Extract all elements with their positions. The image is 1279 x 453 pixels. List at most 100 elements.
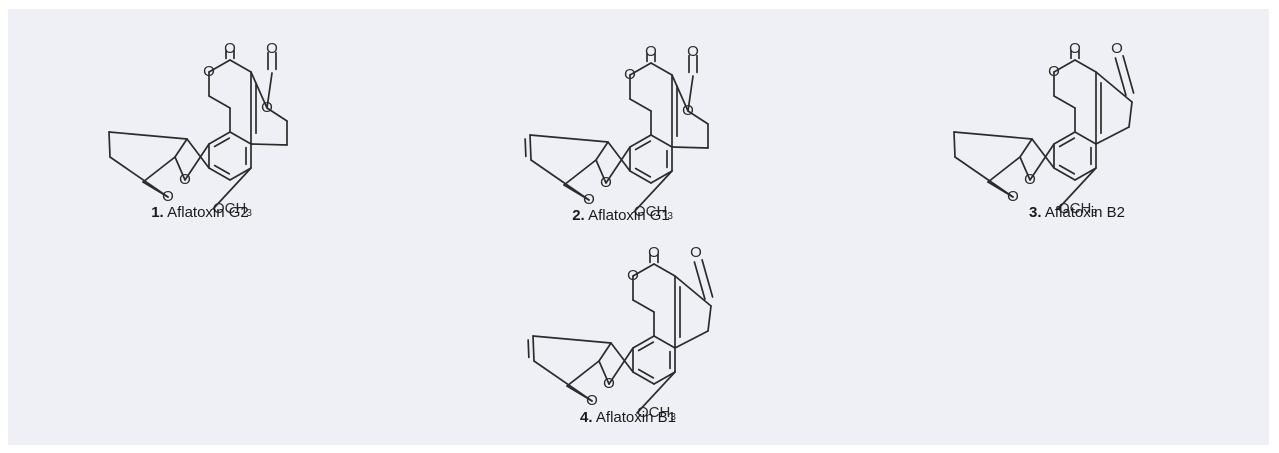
bond — [954, 156, 1014, 198]
bond — [953, 131, 956, 158]
bond — [174, 156, 186, 181]
bond-double — [213, 164, 231, 175]
oxygen-label: O — [1111, 40, 1123, 57]
bond — [1074, 167, 1097, 181]
bond — [533, 360, 593, 402]
oxygen-label: O — [162, 188, 174, 205]
bond — [1074, 131, 1097, 145]
bond — [629, 98, 652, 112]
compound-name: Aflatoxin G1 — [588, 207, 670, 224]
bond — [108, 131, 188, 140]
bond — [212, 167, 252, 210]
compound-number: 1. — [151, 204, 164, 221]
compound-number: 2. — [572, 207, 585, 224]
bond-carbonyl — [1114, 57, 1127, 96]
bond — [1057, 167, 1097, 210]
bond — [184, 143, 210, 181]
bond — [532, 335, 535, 362]
bond — [608, 347, 634, 385]
bond-double — [637, 341, 655, 352]
oxygen-label: O — [627, 267, 639, 284]
bond — [653, 263, 676, 277]
oxygen-label: O — [261, 99, 273, 116]
bond — [605, 146, 631, 184]
bond — [632, 263, 655, 277]
bond — [687, 110, 709, 125]
bond — [229, 59, 252, 73]
bond-double — [1058, 164, 1076, 175]
bond — [1053, 95, 1076, 109]
oxygen-label: O — [603, 375, 615, 392]
bond — [953, 131, 1033, 140]
bond — [529, 134, 532, 161]
bond — [208, 59, 231, 73]
bond-double — [213, 137, 231, 148]
compound-name: Aflatoxin G2 — [167, 204, 249, 221]
oxygen-label: O — [687, 43, 699, 60]
bond — [632, 371, 655, 385]
bond — [632, 335, 655, 349]
bond — [674, 275, 712, 307]
bond — [566, 360, 600, 387]
compound-number: 3. — [1029, 204, 1042, 221]
bond — [595, 159, 607, 184]
bond — [610, 342, 634, 373]
bond — [632, 299, 655, 313]
bond — [629, 170, 652, 184]
bond — [650, 134, 673, 148]
bond — [629, 134, 652, 148]
bond-double — [634, 167, 652, 178]
bond-double — [637, 368, 655, 379]
bond — [532, 335, 612, 344]
oxygen-label: O — [586, 392, 598, 409]
compound-name: Aflatoxin B1 — [595, 409, 676, 426]
bond — [108, 131, 111, 158]
bond — [629, 62, 652, 76]
bond — [1031, 138, 1055, 169]
methoxy-label: OCH3 — [213, 200, 252, 219]
bond — [529, 134, 609, 143]
oxygen-label: O — [682, 102, 694, 119]
bond — [563, 159, 597, 186]
bond — [266, 107, 288, 122]
bond — [1074, 59, 1097, 73]
bond — [633, 170, 673, 213]
bond — [607, 141, 631, 172]
bond — [1053, 59, 1076, 73]
bond — [1053, 131, 1076, 145]
oxygen-label: O — [1048, 63, 1060, 80]
bond — [598, 360, 610, 385]
bond — [186, 138, 210, 169]
oxygen-label: O — [583, 191, 595, 208]
bond — [653, 371, 676, 385]
bond — [650, 62, 673, 76]
oxygen-label: O — [1069, 40, 1081, 57]
bond — [1053, 167, 1076, 181]
bond-carbonyl — [1122, 55, 1135, 94]
bond — [1019, 156, 1031, 181]
bond — [229, 131, 252, 145]
bond — [650, 170, 673, 184]
bond — [1019, 138, 1033, 158]
oxygen-label: O — [645, 43, 657, 60]
bond — [987, 156, 1021, 183]
oxygen-label: O — [179, 171, 191, 188]
bond — [208, 167, 231, 181]
oxygen-label: O — [624, 66, 636, 83]
oxygen-label: O — [203, 63, 215, 80]
bond — [250, 71, 268, 109]
caption-aflatoxin-g1: 2. Aflatoxin G1 — [501, 207, 741, 224]
bond — [671, 146, 709, 149]
bond-double — [1058, 137, 1076, 148]
compound-number: 4. — [580, 409, 593, 426]
methoxy-label: OCH3 — [634, 203, 673, 222]
bond — [1128, 101, 1133, 128]
oxygen-label: O — [1007, 188, 1019, 205]
bond — [636, 371, 676, 414]
oxygen-label: O — [690, 244, 702, 261]
bond-double — [634, 140, 652, 151]
